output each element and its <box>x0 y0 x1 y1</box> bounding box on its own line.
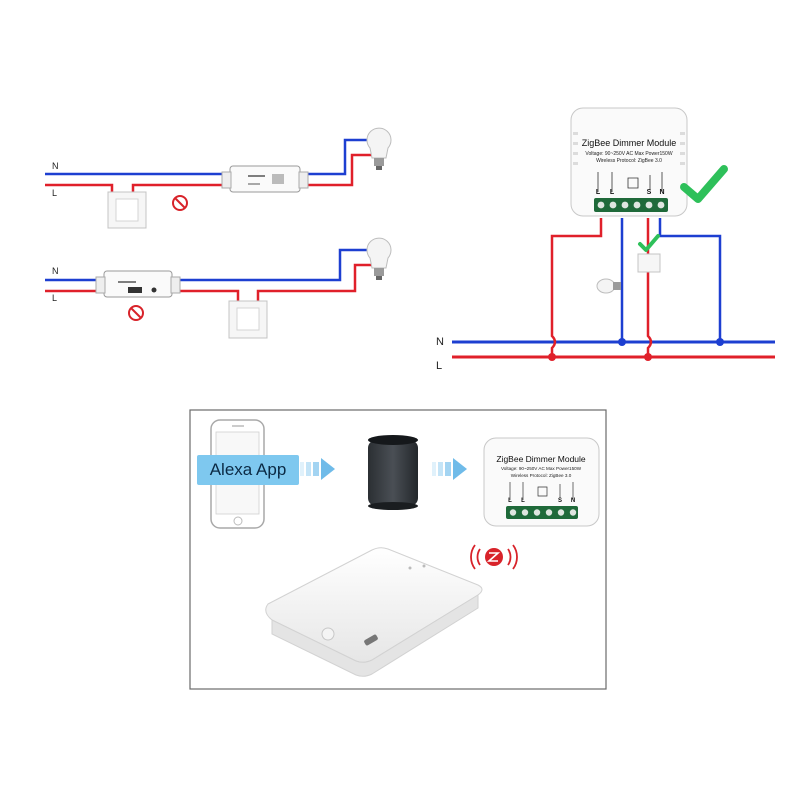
terminal-block <box>506 506 578 519</box>
neutral-label: N <box>436 336 444 348</box>
hub-icon <box>265 547 483 677</box>
neutral-feed-wire <box>658 218 722 342</box>
checkmark-icon <box>638 234 660 252</box>
switch-module-icon <box>221 165 309 193</box>
terminal-label-n: N <box>571 498 575 504</box>
arrow-icon <box>432 458 467 480</box>
terminal-label-l1: L <box>508 498 512 504</box>
terminal-label-l2: L <box>521 498 525 504</box>
wiring-diagram-correct: N L <box>436 107 775 372</box>
live-label: L <box>52 188 57 198</box>
light-bulb-icon <box>596 278 621 294</box>
light-bulb-icon <box>366 237 392 280</box>
live-wire <box>45 153 372 197</box>
terminal-label-n: N <box>659 189 664 196</box>
junction-dots <box>548 338 724 361</box>
live-feed-wire <box>550 218 603 357</box>
wall-switch-icon <box>637 253 661 273</box>
live-label: L <box>436 360 442 372</box>
switch-module-icon <box>95 270 181 298</box>
module-voltage: Voltage: 90~250V AC Max Power150W <box>585 151 672 157</box>
wiring-diagram-wrong-1: N L <box>45 127 392 229</box>
neutral-label: N <box>52 161 59 171</box>
prohibited-icon <box>172 195 188 211</box>
live-label: L <box>52 293 57 303</box>
wiring-diagram-wrong-2: N L <box>45 237 392 339</box>
alexa-app-label: Alexa App <box>197 455 299 485</box>
terminal-block <box>594 198 668 212</box>
wall-switch-icon <box>107 191 147 229</box>
prohibited-icon <box>128 305 144 321</box>
terminal-label-l1: L <box>596 189 601 196</box>
live-wire <box>45 263 372 303</box>
switch-live-wire <box>646 268 653 357</box>
control-flow-panel: ZigBee Dimmer Module Voltage: 90~250V AC… <box>189 409 607 690</box>
module-protocol: Wireless Protocol: ZigBee 3.0 <box>596 158 662 164</box>
terminal-label-s: S <box>558 498 562 504</box>
zigbee-icon <box>470 544 518 570</box>
terminal-label-s: S <box>647 189 652 196</box>
smart-speaker-icon <box>368 435 418 510</box>
light-bulb-icon <box>366 127 392 170</box>
neutral-wire <box>45 248 372 282</box>
neutral-wire <box>45 138 372 176</box>
terminal-label-l2: L <box>610 189 615 196</box>
module-voltage: Voltage: 90~250V AC Max Power150W <box>501 466 582 471</box>
checkmark-icon <box>680 165 728 203</box>
wall-switch-icon <box>228 300 268 339</box>
dimmer-module: ZigBee Dimmer Module Voltage: 90~250V AC… <box>570 107 688 217</box>
module-protocol: Wireless Protocol: ZigBee 3.0 <box>511 473 572 478</box>
arrow-icon <box>300 458 335 480</box>
module-title: ZigBee Dimmer Module <box>582 138 677 148</box>
dimmer-module: ZigBee Dimmer Module Voltage: 90~250V AC… <box>483 437 600 527</box>
neutral-label: N <box>52 266 59 276</box>
module-title: ZigBee Dimmer Module <box>496 454 586 464</box>
